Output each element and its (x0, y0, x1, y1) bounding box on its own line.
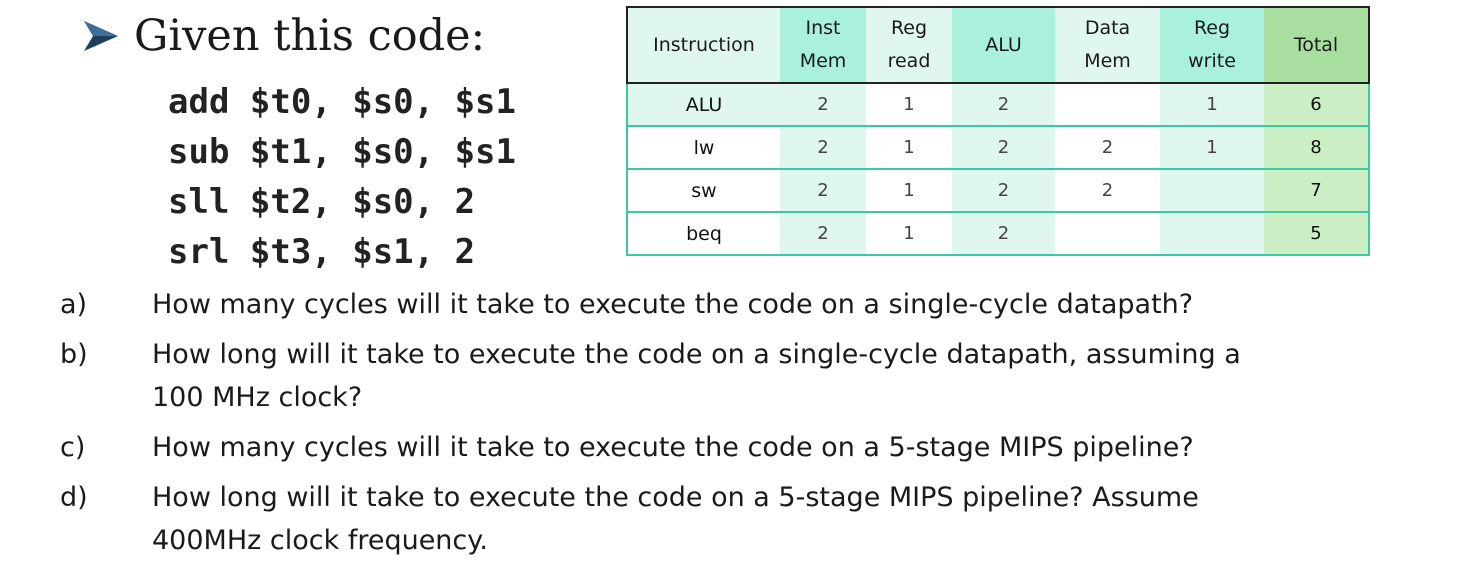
question-letter: a) (60, 289, 88, 320)
cell-alu: 2 (952, 126, 1055, 170)
cell-total: 7 (1264, 169, 1370, 213)
cell-inst-mem: 2 (780, 83, 866, 127)
cell-data-mem (1055, 83, 1160, 127)
cell-data-mem (1055, 212, 1160, 256)
cell-total: 6 (1264, 83, 1370, 127)
header-line-2: ALU (985, 33, 1022, 56)
cell-inst-mem: 2 (780, 212, 866, 256)
question-text: How many cycles will it take to execute … (152, 289, 1194, 320)
question-list: a) How many cycles will it take to execu… (60, 283, 1312, 562)
table-row: lw 2 1 2 2 1 8 (626, 126, 1370, 170)
question-item: b) How long will it take to execute the … (60, 333, 1312, 419)
cell-total: 5 (1264, 212, 1370, 256)
table-row: beq 2 1 2 5 (626, 212, 1370, 256)
question-letter: b) (60, 339, 88, 370)
cell-reg-read: 1 (866, 83, 952, 127)
header-total: Total (1264, 6, 1370, 84)
cell-alu: 2 (952, 83, 1055, 127)
header-reg-read: Reg read (866, 6, 952, 84)
cell-reg-read: 1 (866, 126, 952, 170)
header-line-1: Reg (1193, 17, 1231, 39)
header-line-2: Mem (799, 50, 847, 72)
question-item: a) How many cycles will it take to execu… (60, 283, 1312, 326)
cell-total: 8 (1264, 126, 1370, 170)
cell-reg-write: 1 (1160, 126, 1264, 170)
header-alu: ALU (952, 6, 1055, 84)
page-heading: Given this code: (134, 11, 486, 61)
cell-reg-read: 1 (866, 212, 952, 256)
question-text: How many cycles will it take to execute … (152, 432, 1194, 463)
table-row: ALU 2 1 2 1 6 (626, 83, 1370, 127)
question-text: How long will it take to execute the cod… (152, 339, 1241, 413)
cell-inst-mem: 2 (780, 169, 866, 213)
question-item: d) How long will it take to execute the … (60, 476, 1312, 562)
question-letter: d) (60, 482, 88, 513)
code-line: srl $t3, $s1, 2 (168, 232, 476, 272)
header-line-2: read (887, 50, 931, 72)
cell-reg-write (1160, 212, 1264, 256)
cell-instruction: sw (626, 169, 780, 213)
header-line-2: write (1188, 50, 1236, 72)
header-line-1: Inst (805, 17, 841, 39)
code-line: sll $t2, $s0, 2 (168, 182, 476, 222)
cell-alu: 2 (952, 169, 1055, 213)
cell-data-mem: 2 (1055, 169, 1160, 213)
cell-reg-write (1160, 169, 1264, 213)
cell-instruction: ALU (626, 83, 780, 127)
header-reg-write: Reg write (1160, 6, 1264, 84)
header-instruction: Instruction (626, 6, 780, 84)
code-block: add $t0, $s0, $s1 sub $t1, $s0, $s1 sll … (168, 80, 516, 280)
table-row: sw 2 1 2 2 7 (626, 169, 1370, 213)
question-text: How long will it take to execute the cod… (152, 482, 1199, 556)
cell-data-mem: 2 (1055, 126, 1160, 170)
cell-reg-write: 1 (1160, 83, 1264, 127)
arrow-bullet-icon (84, 21, 118, 51)
code-line: add $t0, $s0, $s1 (168, 82, 516, 122)
header-line-1: Data (1084, 17, 1131, 39)
cell-instruction: lw (626, 126, 780, 170)
question-item: c) How many cycles will it take to execu… (60, 426, 1312, 469)
cell-reg-read: 1 (866, 169, 952, 213)
header-line-2: Total (1293, 33, 1339, 56)
header-line-2: Mem (1084, 50, 1131, 72)
header-line-1: Reg (890, 17, 928, 39)
cell-inst-mem: 2 (780, 126, 866, 170)
header-line-2: Instruction (653, 33, 755, 56)
cell-alu: 2 (952, 212, 1055, 256)
heading-line: Given this code: (80, 6, 485, 66)
code-line: sub $t1, $s0, $s1 (168, 132, 516, 172)
question-letter: c) (60, 432, 86, 463)
cell-instruction: beq (626, 212, 780, 256)
